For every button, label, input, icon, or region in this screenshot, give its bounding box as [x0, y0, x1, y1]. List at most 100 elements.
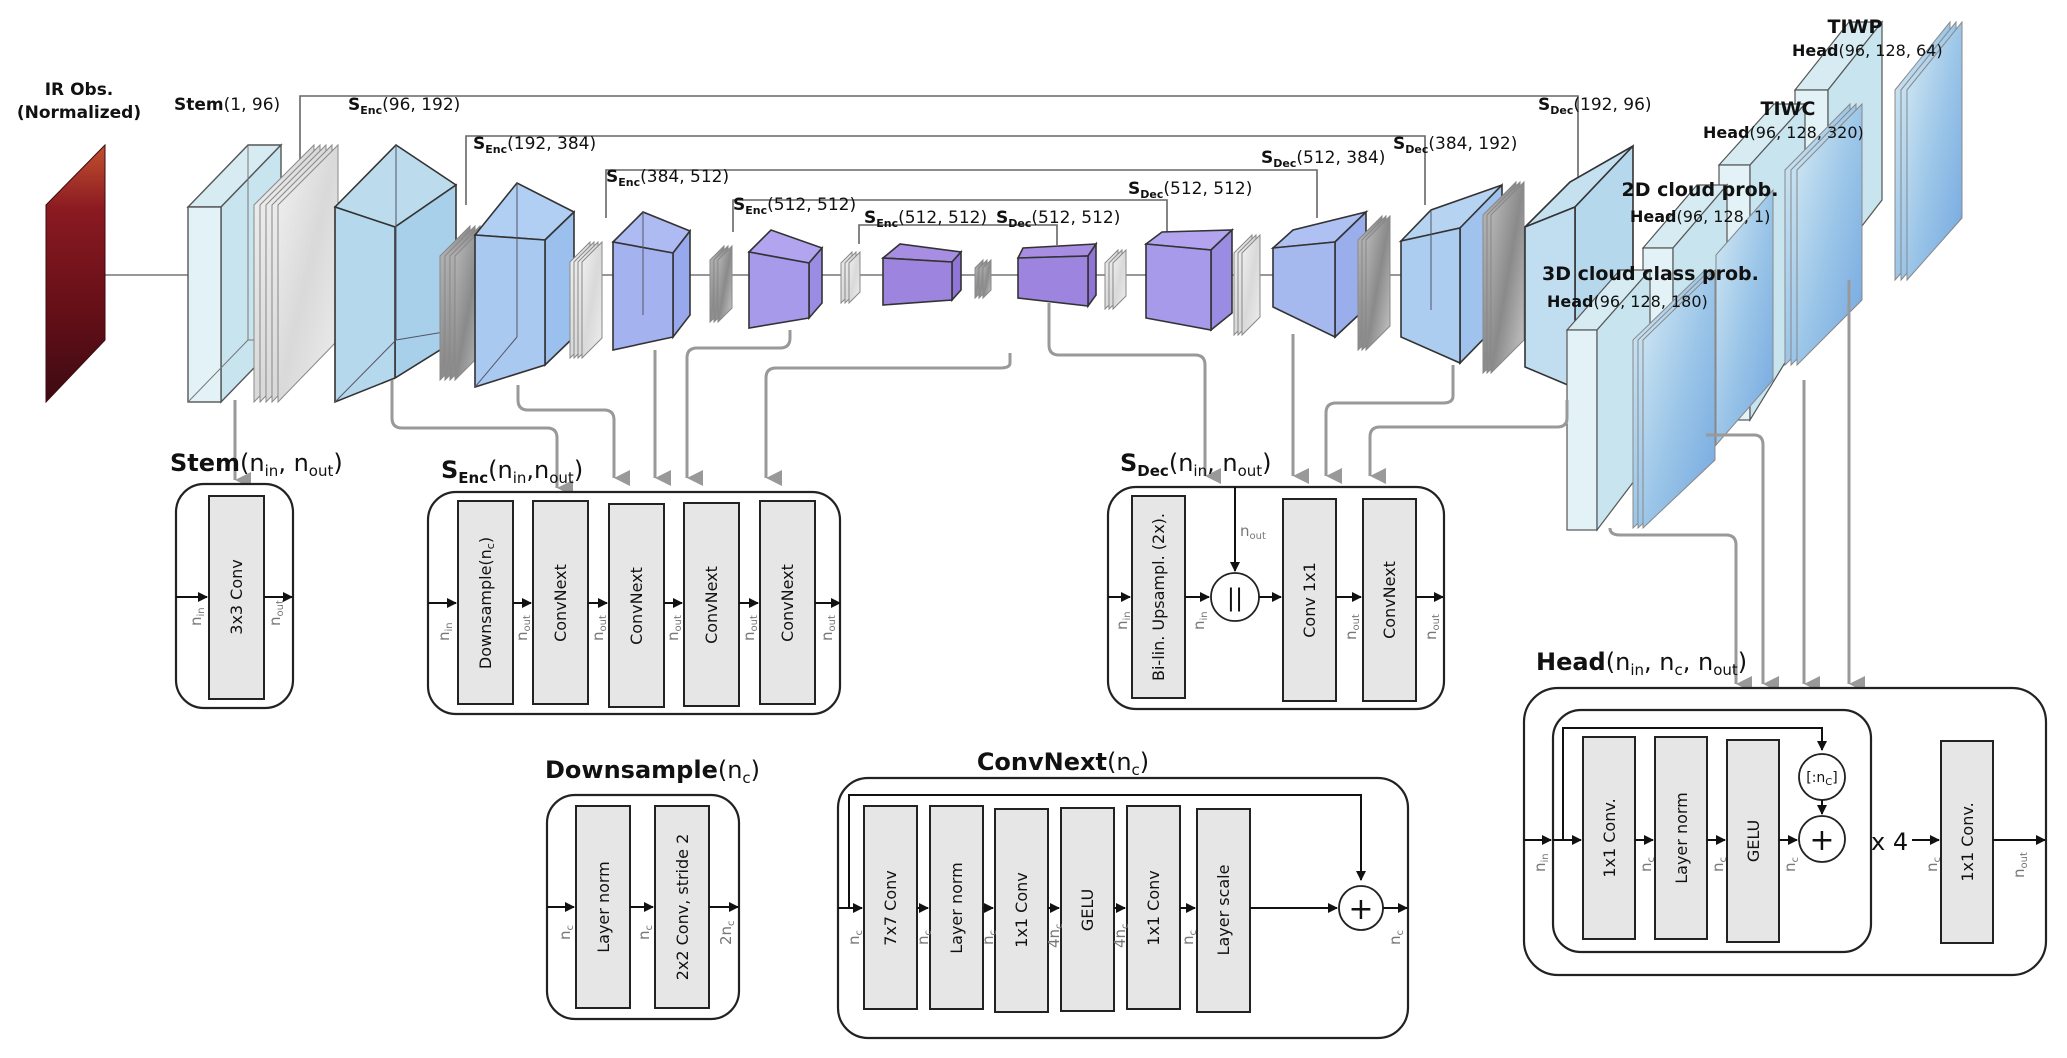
skip-line-4 [732, 199, 1168, 232]
enc-panel: SEnc(nin,nout) Downsample(nc) ConvNext C… [426, 456, 842, 716]
cn-layernorm-block [929, 805, 984, 1010]
dec-skip-label: nout [1240, 522, 1266, 542]
ds-conv-label: 2x2 Conv, stride 2 [673, 834, 692, 981]
enc5-stage-label: SEnc(512, 512) [864, 208, 987, 230]
feature-maps-1 [253, 143, 339, 404]
output-labels: TIWP Head(96, 128, 64) TIWC Head(96, 128… [1542, 16, 1943, 311]
feature-maps-d2 [1233, 233, 1261, 337]
skip-connections [299, 95, 1579, 245]
enc-convnext-block-4 [759, 500, 816, 705]
connector-enc5 [764, 353, 1012, 486]
head-layernorm-label: Layer norm [1672, 792, 1691, 884]
enc4-block [747, 229, 824, 329]
head-edge-4: nc [1923, 857, 1943, 872]
add-symbol: + [1809, 823, 1834, 858]
dec-conv1x1-label: Conv 1x1 [1300, 562, 1319, 637]
enc1-block [333, 143, 458, 404]
dec-panel-title: SDec(nin, nout) [1120, 449, 1272, 480]
cn-edge-6: nc [1386, 930, 1406, 945]
cn-edge-1: nc [914, 930, 934, 945]
enc2-stage-label: SEnc(192, 384) [473, 134, 596, 156]
skip-line-1 [299, 95, 1579, 178]
cn-1x1conv-label-1: 1x1 Conv [1012, 872, 1031, 947]
cn-1x1conv-label-2: 1x1 Conv [1144, 870, 1163, 945]
output-label-3d-cloud: 3D cloud class prob. [1542, 263, 1759, 285]
stem-panel: Stem(nin, nout) 3x3 Conv nin nout [170, 449, 343, 710]
enc-convnext-label-1: ConvNext [551, 564, 570, 642]
feature-maps-3 [569, 240, 603, 360]
cn-layerscale-label: Layer scale [1214, 865, 1233, 956]
dec3-block [1270, 210, 1369, 339]
connector-enc2 [516, 385, 630, 486]
head-conv-block [1582, 736, 1636, 940]
cn-gelu-block [1060, 807, 1115, 1012]
cn-edge-4: 4nc [1111, 923, 1131, 948]
enc-convnext-label-2: ConvNext [627, 567, 646, 645]
downsample-panel: Downsample(nc) Layer norm 2x2 Conv, stri… [545, 756, 760, 1021]
enc-panel-title: SEnc(nin,nout) [441, 456, 583, 487]
dec-upsample-label: Bi-lin. Upsampl. (2x). [1149, 513, 1168, 681]
head-panel: Head(nin, nc, nout) 1x1 Conv. Layer norm… [1522, 648, 2048, 977]
dec2-block [1143, 228, 1235, 332]
output-head-tiwp: Head(96, 128, 64) [1792, 41, 1943, 60]
enc-convnext-block-1 [532, 500, 589, 705]
cn-1x1conv-block-2 [1126, 805, 1181, 1010]
dec-conv1x1-block [1282, 498, 1337, 702]
enc-convnext-label-3: ConvNext [702, 566, 721, 644]
repeat-label: x 4 [1871, 828, 1908, 856]
connector-enc4 [685, 330, 792, 486]
dec1-stage-label: SDec(512, 512) [996, 208, 1120, 230]
output-head-tiwc: Head(96, 128, 320) [1703, 123, 1864, 142]
cn-gelu-label: GELU [1078, 889, 1097, 931]
cn-7x7conv-label: 7x7 Conv [881, 870, 900, 945]
dec3-stage-label: SDec(512, 384) [1261, 148, 1385, 170]
slice-label: [:nC] [1806, 770, 1838, 788]
head-final-conv-block [1940, 740, 1994, 944]
add-node [1798, 815, 1846, 863]
ds-edge-0: nc [556, 925, 576, 940]
head-edge-2: nc [1709, 857, 1729, 872]
head-edge-1: nc [1637, 857, 1657, 872]
output-head-2d-cloud: Head(96, 128, 1) [1630, 207, 1770, 226]
cn-edge-5: nc [1179, 930, 1199, 945]
head-edge-0: nin [1531, 853, 1551, 872]
ir-observation-map [45, 143, 106, 404]
output-label-tiwc: TIWC [1761, 98, 1816, 120]
output-label-tiwp: TIWP [1828, 16, 1883, 38]
dec-upsample-block [1131, 495, 1186, 699]
enc-convnext-label-4: ConvNext [778, 564, 797, 642]
skip-line-3 [605, 169, 1318, 218]
input-label-line2: (Normalized) [17, 103, 141, 123]
dec-panel: SDec(nin, nout) Bi-lin. Upsampl. (2x). C… [1106, 449, 1446, 711]
dec-convnext-block [1362, 498, 1417, 702]
connector-head-3d [1608, 527, 1752, 692]
enc-edge-4: nout [740, 615, 760, 641]
dec-convnext-label: ConvNext [1380, 561, 1399, 639]
dec5-stage-label: SDec(192, 96) [1538, 95, 1652, 117]
dec-edge-3: nout [1422, 614, 1442, 640]
dec-edge-0: nin [1113, 611, 1133, 630]
cn-edge-0: nc [845, 930, 865, 945]
stem-edge-in: nin [187, 607, 207, 626]
feature-maps-4 [709, 244, 733, 324]
enc2-block [473, 181, 576, 389]
cn-7x7conv-block [863, 805, 918, 1010]
enc-edge-3: nout [664, 615, 684, 641]
head-edge-3: nc [1781, 857, 1801, 872]
head-panel-title: Head(nin, nc, nout) [1536, 648, 1747, 679]
dec-edge-2: nout [1342, 614, 1362, 640]
enc-convnext-block-2 [608, 503, 665, 708]
feature-maps-d4 [1482, 180, 1525, 375]
output-head-3d-cloud: Head(96, 128, 180) [1547, 292, 1708, 311]
output-label-2d-cloud: 2D cloud prob. [1621, 179, 1778, 201]
dec2-stage-label: SDec(512, 512) [1128, 179, 1252, 201]
input-label-line1: IR Obs. [45, 80, 114, 100]
input-label: IR Obs. (Normalized) [17, 80, 141, 123]
stem-stage-label: Stem(1, 96) [174, 95, 280, 115]
convnext-panel: ConvNext(nc) 7x7 Conv Layer norm 1x1 Con… [836, 748, 1410, 1040]
enc-downsample-label: Downsample(nc) [476, 537, 497, 669]
head-conv-label: 1x1 Conv. [1600, 798, 1619, 877]
cloud-3d-output [1565, 268, 1716, 532]
cn-edge-3: 4nc [1045, 923, 1065, 948]
